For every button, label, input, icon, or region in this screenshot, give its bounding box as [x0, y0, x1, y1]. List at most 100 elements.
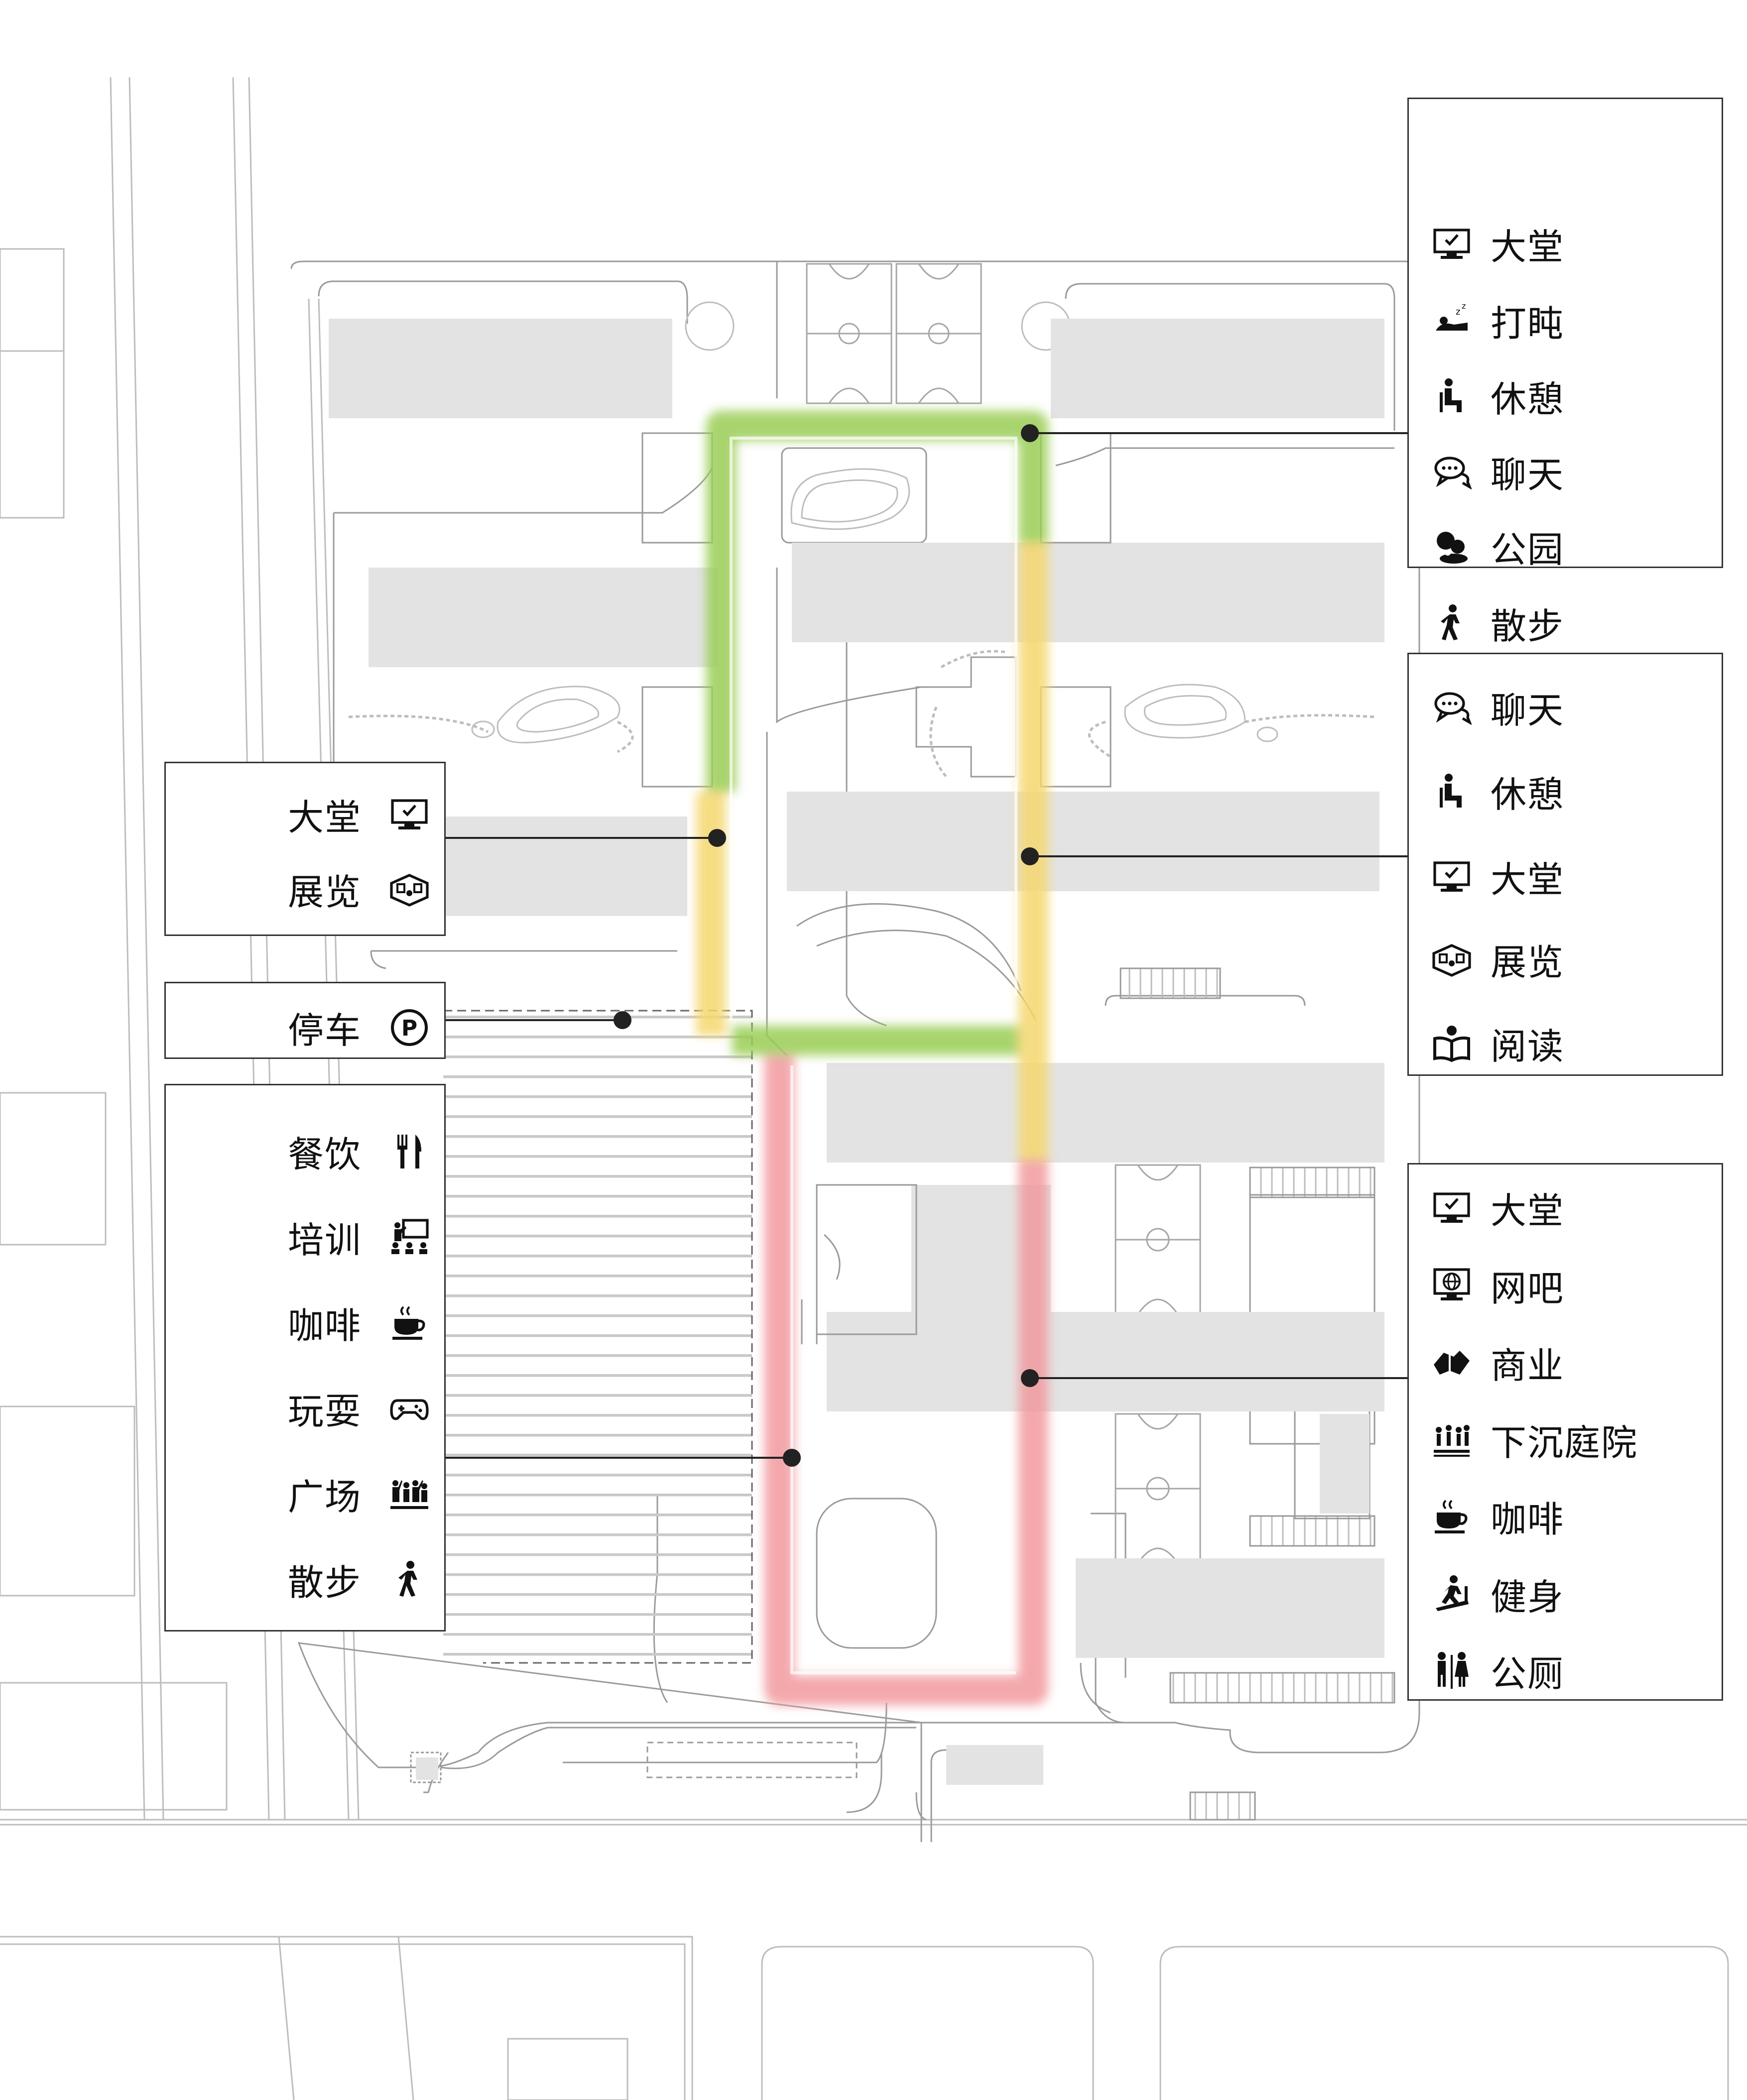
stairs [1120, 967, 1395, 1821]
green-route [706, 411, 1048, 1055]
legend-item: 休憩 [1432, 370, 1564, 422]
park-tree-icon [1432, 527, 1472, 567]
legend-left-lower: 餐饮 培训 咖啡 玩耍 广场 散步 [164, 1084, 446, 1632]
legend-label: 打盹 [1491, 303, 1565, 345]
legend-item: 散步 [288, 1553, 429, 1606]
legend-label: 停车 [287, 1010, 362, 1051]
exhibition-icon [389, 869, 429, 909]
legend-item: 大堂 [1432, 218, 1564, 270]
legend-item: 停车 P [288, 1001, 429, 1053]
legend-mid-right: 聊天 休憩 大堂 展览 阅读 [1407, 653, 1723, 1076]
legend-item: 聊天 [1432, 681, 1564, 733]
gamepad-icon [389, 1389, 429, 1428]
training-board-icon [389, 1217, 429, 1257]
legend-item: 休憩 [1432, 765, 1564, 817]
legend-label: 广场 [287, 1476, 362, 1518]
legend-label: 休憩 [1491, 774, 1565, 816]
check-in-monitor-icon [1432, 1188, 1472, 1228]
legend-label: 公厕 [1491, 1653, 1565, 1695]
legend-label: 阅读 [1491, 1026, 1565, 1067]
parking-lot [443, 1010, 753, 1664]
fork-knife-icon [389, 1132, 429, 1171]
chat-bubbles-icon [1432, 452, 1472, 492]
seated-person-icon [1432, 376, 1472, 416]
legend-item: 健身 [1432, 1568, 1564, 1620]
legend-item: 散步 [1432, 597, 1564, 649]
legend-label: 培训 [287, 1219, 362, 1261]
internet-globe-icon [1432, 1266, 1472, 1305]
check-in-monitor-icon [1432, 857, 1472, 897]
legend-item: 公厕 [1432, 1644, 1564, 1697]
legend-left-upper: 大堂 展览 [164, 762, 446, 936]
commerce-icon [1432, 1343, 1472, 1383]
plaza-crowd-icon [389, 1474, 429, 1514]
restroom-icon [1432, 1651, 1472, 1691]
legend-item: 大堂 [1432, 850, 1564, 903]
seated-person-icon [1432, 772, 1472, 812]
legend-item: 玩耍 [288, 1382, 429, 1434]
legend-item: 展览 [288, 863, 429, 915]
legend-label: 大堂 [1491, 859, 1565, 901]
exhibition-icon [1432, 939, 1472, 979]
check-in-monitor-icon [389, 795, 429, 834]
legend-item: 展览 [1432, 933, 1564, 985]
reading-icon [1432, 1024, 1472, 1063]
check-in-monitor-icon [1432, 224, 1472, 264]
legend-label: 散步 [1491, 605, 1565, 647]
legend-label: 下沉庭院 [1491, 1422, 1638, 1464]
coffee-cup-icon [1432, 1497, 1472, 1536]
parking-icon: P [389, 1008, 429, 1048]
coffee-cup-icon [389, 1303, 429, 1343]
legend-item: 公园 [1432, 520, 1564, 573]
legend-label: 公园 [1491, 529, 1565, 571]
legend-item: 广场 [288, 1468, 429, 1520]
legend-item: 网吧 [1432, 1259, 1564, 1311]
legend-label: 玩耍 [287, 1391, 362, 1432]
landscape-ponds [348, 301, 1375, 778]
legend-label: 商业 [1491, 1345, 1565, 1387]
legend-label: 展览 [287, 871, 362, 913]
legend-label: 散步 [287, 1562, 362, 1604]
legend-label: 聊天 [1491, 454, 1565, 496]
legend-item: 咖啡 [1432, 1490, 1564, 1542]
legend-label: 大堂 [1491, 226, 1565, 268]
svg-text:z: z [1462, 301, 1466, 311]
legend-item: 餐饮 [288, 1125, 429, 1177]
treadmill-icon [1432, 1574, 1472, 1614]
chat-bubbles-icon [1432, 688, 1472, 727]
legend-label: 网吧 [1491, 1268, 1565, 1309]
legend-label: 聊天 [1491, 690, 1565, 731]
walking-person-icon [1432, 603, 1472, 643]
legend-item: 下沉庭院 [1432, 1413, 1638, 1466]
context-roads [0, 77, 1747, 2100]
red-route [764, 1055, 1048, 1705]
route-inner-lines [730, 437, 1017, 1674]
sunken-courtyard-icon [1432, 1420, 1472, 1460]
legend-item: 聊天 [1432, 446, 1564, 498]
legend-bottom-right: 大堂 网吧 商业 下沉庭院 咖啡 健身 公厕 [1407, 1163, 1723, 1701]
legend-item: 咖啡 [288, 1296, 429, 1349]
legend-item: 阅读 [1432, 1017, 1564, 1069]
walking-person-icon [389, 1560, 429, 1600]
svg-text:P: P [401, 1016, 417, 1041]
legend-item: 大堂 [1432, 1181, 1564, 1234]
legend-label: 咖啡 [1491, 1499, 1565, 1540]
legend-label: 咖啡 [287, 1305, 362, 1347]
legend-label: 健身 [1491, 1576, 1565, 1618]
legend-item: 商业 [1432, 1336, 1564, 1389]
legend-label: 大堂 [287, 797, 362, 838]
legend-item: 大堂 [288, 788, 429, 840]
legend-label: 展览 [1491, 941, 1565, 983]
leader-lines [446, 424, 1407, 1467]
svg-text:z: z [1456, 307, 1460, 317]
legend-label: 大堂 [1491, 1190, 1565, 1232]
legend-label: 休憩 [1491, 378, 1565, 420]
legend-label: 餐饮 [287, 1134, 362, 1175]
legend-left-parking: 停车 P [164, 982, 446, 1059]
legend-item: 培训 [288, 1211, 429, 1263]
buildings [329, 319, 1384, 1785]
